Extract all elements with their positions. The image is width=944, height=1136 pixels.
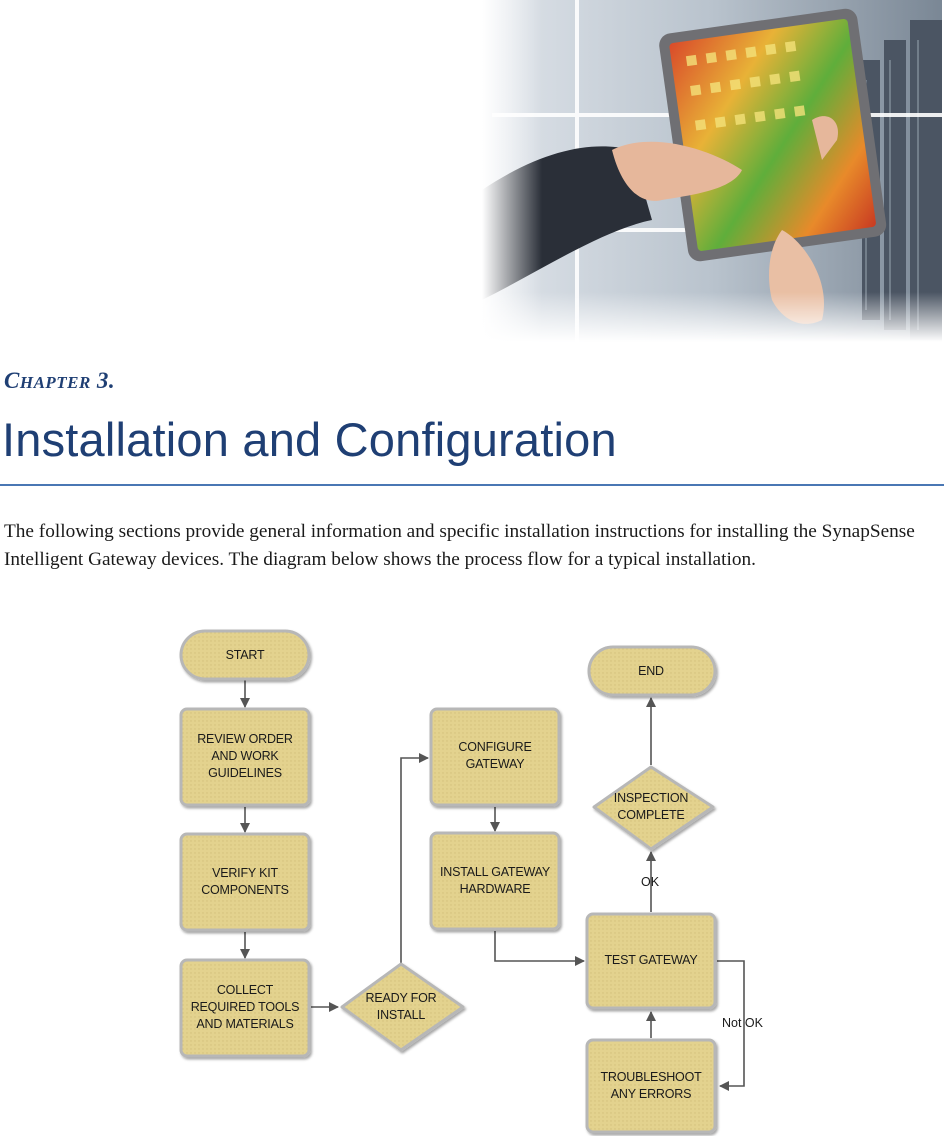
node-configure-gateway-label-1: CONFIGURE [458,740,531,754]
node-collect-tools-label-3: AND MATERIALS [196,1017,293,1031]
chapter-number: 3. [96,368,116,393]
node-test-gateway [585,912,717,1010]
edge-label-ok: OK [641,875,660,889]
edge-label-not-ok: Not OK [722,1016,764,1030]
node-end-label: END [638,664,664,678]
node-collect-tools-label-2: REQUIRED TOOLS [191,1000,300,1014]
node-inspection-complete-label-1: INSPECTION [614,791,689,805]
node-end [587,645,717,697]
intro-paragraph: The following sections provide general i… [4,521,915,570]
node-install-hardware-label-2: HARDWARE [460,882,531,896]
node-inspection-complete-label-2: COMPLETE [617,808,684,822]
node-verify-kit [179,832,311,932]
title-divider [0,484,944,486]
node-collect-tools [179,958,311,1058]
node-start-label: START [226,648,265,662]
node-review-order [179,707,311,807]
node-ready-for-install-label-2: INSTALL [377,1008,426,1022]
chapter-label: CHAPTER 3. [4,368,115,394]
node-inspection-complete [592,765,715,851]
node-configure-gateway-label-2: GATEWAY [466,757,526,771]
node-ready-for-install-label-1: READY FOR [366,991,437,1005]
node-test-gateway-label: TEST GATEWAY [605,953,699,967]
edge-ready-configure [400,753,429,964]
node-troubleshoot-label-2: ANY ERRORS [611,1087,691,1101]
chapter-label-rest: HAPTER [19,373,91,392]
node-review-order-label-1: REVIEW ORDER [197,732,293,746]
node-review-order-label-2: AND WORK [211,749,279,763]
node-troubleshoot-label-1: TROUBLESHOOT [600,1070,702,1084]
node-review-order-label-3: GUIDELINES [208,766,282,780]
node-verify-kit-label-2: COMPONENTS [201,883,289,897]
node-configure-gateway [429,707,561,807]
edge-test-troubleshoot [717,960,745,1091]
tablet-photo-illustration [482,0,942,342]
chapter-label-initial: C [4,368,20,393]
edge-install-test [494,931,585,966]
node-troubleshoot [585,1038,717,1134]
node-install-hardware [429,831,561,931]
page-title: Installation and Configuration [2,413,617,466]
node-install-hardware-label-1: INSTALL GATEWAY [440,865,551,879]
node-verify-kit-label-1: VERIFY KIT [212,866,278,880]
installation-flowchart: OK Not OK START REVIEW ORDER AND WORK GU… [179,629,764,1134]
header-photo [482,0,942,342]
node-ready-for-install [340,962,465,1052]
node-start [179,629,311,681]
node-collect-tools-label-1: COLLECT [217,983,274,997]
